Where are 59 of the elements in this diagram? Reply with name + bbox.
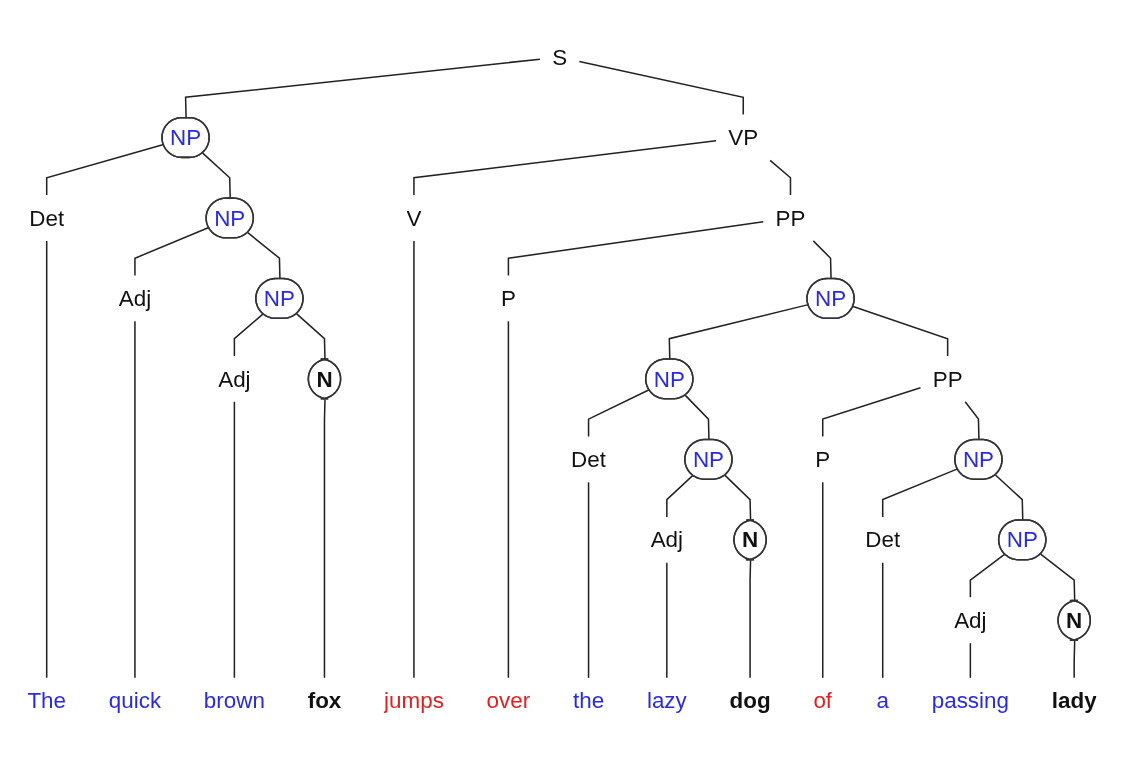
connector bbox=[666, 474, 694, 518]
node-text: P bbox=[500, 285, 516, 311]
connector bbox=[201, 152, 231, 199]
connector bbox=[247, 231, 281, 280]
node-text: over bbox=[486, 687, 531, 714]
connector bbox=[821, 386, 922, 437]
connector bbox=[969, 642, 972, 679]
node-text: jumps bbox=[384, 687, 444, 714]
node-text: lazy bbox=[646, 687, 687, 714]
connector bbox=[507, 220, 765, 276]
node-text: Det bbox=[29, 204, 65, 231]
connector bbox=[964, 400, 980, 441]
connector bbox=[587, 388, 650, 437]
node-text: PP bbox=[775, 204, 806, 231]
node-text: P bbox=[815, 446, 831, 472]
connector bbox=[969, 553, 1006, 598]
connector bbox=[994, 473, 1024, 521]
node-text: Adj bbox=[218, 365, 251, 392]
node-text: Det bbox=[571, 446, 606, 472]
connector bbox=[587, 481, 590, 679]
connector bbox=[578, 60, 744, 115]
connector bbox=[45, 239, 48, 679]
connector bbox=[812, 239, 832, 280]
connector bbox=[821, 481, 824, 679]
connector bbox=[323, 398, 326, 679]
connector bbox=[881, 467, 959, 518]
connector bbox=[749, 559, 752, 679]
connector bbox=[413, 139, 717, 196]
node-text: dog bbox=[729, 687, 771, 714]
node-text: V bbox=[406, 204, 422, 231]
node-text: of bbox=[813, 687, 833, 714]
node-text: PP bbox=[932, 365, 963, 392]
node-text: the bbox=[572, 687, 605, 714]
node-text: Det bbox=[865, 526, 901, 553]
node-text: VP bbox=[728, 124, 759, 150]
node-text: fox bbox=[307, 687, 342, 714]
node-text: Adj bbox=[650, 526, 684, 553]
node-text: lady bbox=[1051, 687, 1097, 714]
connector bbox=[769, 159, 792, 196]
connector bbox=[413, 239, 415, 679]
connector bbox=[233, 312, 264, 357]
connector bbox=[134, 226, 210, 276]
connector bbox=[666, 561, 668, 679]
connector bbox=[881, 561, 884, 679]
node-text: a bbox=[876, 687, 889, 714]
connector bbox=[134, 320, 136, 679]
node-text: passing bbox=[931, 687, 1009, 714]
node-text: S bbox=[552, 43, 568, 70]
connector bbox=[684, 394, 710, 441]
node-text: brown bbox=[203, 687, 265, 714]
connector bbox=[1073, 639, 1076, 679]
node-text: Adj bbox=[954, 607, 987, 633]
node-text: quick bbox=[108, 687, 162, 714]
connector bbox=[233, 400, 236, 679]
connector bbox=[507, 320, 510, 679]
node-text: The bbox=[27, 687, 66, 714]
connector bbox=[852, 305, 949, 357]
connector bbox=[184, 58, 541, 119]
node-text: Adj bbox=[118, 285, 152, 311]
